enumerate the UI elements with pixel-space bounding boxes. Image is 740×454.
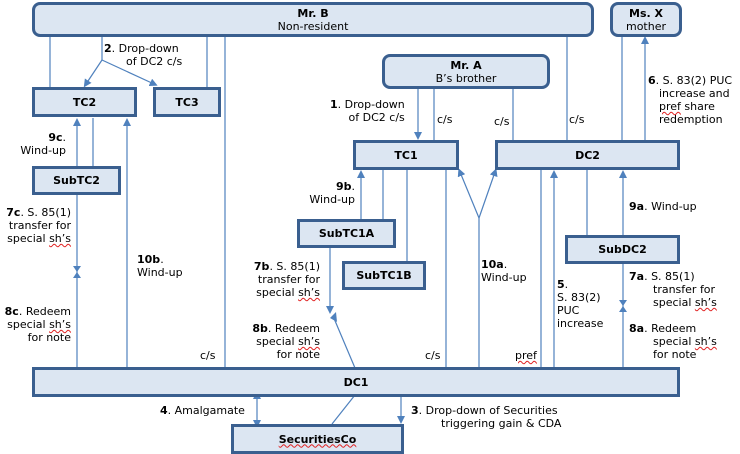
line-step8b — [332, 315, 356, 369]
entity-subtc1b[interactable]: SubTC1B — [342, 261, 426, 290]
entity-securitiesco[interactable]: SecuritiesCo — [231, 424, 404, 454]
entity-subtitle: mother — [625, 19, 667, 33]
step-7a-label: 7a. S. 85(1) transfer for special sh’s — [629, 270, 717, 309]
entity-name: SubTC1B — [356, 269, 412, 282]
step-9c-label: 9c. Wind-up — [20, 131, 66, 157]
share-label-pref: pref — [515, 349, 537, 362]
step-7b-label: 7b. S. 85(1) transfer for special sh’s — [253, 260, 320, 299]
arrow-head-8b — [330, 312, 337, 322]
step-1-label: 1. Drop-down of DC2 c/s — [330, 98, 405, 124]
entity-name: Mr. A — [450, 58, 482, 72]
step-7c-label: 7c. S. 85(1) transfer for special sh’s — [6, 206, 71, 245]
entity-name: SubTC1A — [318, 227, 375, 240]
step-8b-label: 8b. Redeem special sh’s for note — [252, 322, 320, 361]
entity-mr-a[interactable]: Mr. A B’s brother — [382, 54, 550, 89]
entity-name: DC1 — [343, 375, 369, 389]
arrow-head-7b — [326, 306, 334, 314]
entity-tc3[interactable]: TC3 — [153, 87, 221, 117]
entity-dc1[interactable]: DC1 — [32, 367, 680, 397]
entity-tc2[interactable]: TC2 — [32, 87, 137, 117]
entity-subdc2[interactable]: SubDC2 — [565, 235, 680, 264]
entity-subtc2[interactable]: SubTC2 — [32, 166, 121, 195]
entity-name: SubTC2 — [53, 174, 100, 187]
step-2-label: 2. Drop-down of DC2 c/s — [104, 42, 183, 68]
share-label-cs: c/s — [425, 349, 441, 362]
entity-name: TC2 — [72, 95, 97, 109]
bowtie-marker-7c — [73, 266, 81, 278]
step-10b-label: 10b. Wind-up — [137, 253, 183, 279]
entity-dc2[interactable]: DC2 — [495, 140, 680, 170]
line-dc1-securitiesco — [331, 394, 356, 425]
bowtie-marker-7a — [619, 300, 627, 312]
entity-name: Mr. B — [297, 6, 329, 20]
step-4-label: 4. Amalgamate — [160, 404, 245, 417]
entity-name: TC1 — [394, 148, 418, 162]
step-9b-label: 9b. Wind-up — [309, 180, 355, 206]
entity-name: DC2 — [575, 148, 600, 162]
share-label-cs: c/s — [569, 113, 585, 126]
share-label-cs: c/s — [437, 113, 453, 126]
entity-subtitle: Non-resident — [277, 19, 349, 33]
entity-tc1[interactable]: TC1 — [353, 140, 459, 170]
entity-name: SubDC2 — [598, 243, 647, 256]
arrow-step2-tc3 — [101, 59, 158, 86]
arrow-step10a-dc2 — [478, 168, 498, 219]
entity-subtc1a[interactable]: SubTC1A — [297, 219, 396, 248]
step-10a-label: 10a. Wind-up — [481, 258, 527, 284]
step-9a-label: 9a. Wind-up — [629, 200, 697, 213]
share-label-cs: c/s — [200, 349, 216, 362]
step-8a-label: 8a. Redeem special sh’s for note — [629, 322, 717, 361]
entity-subtitle: B’s brother — [435, 71, 497, 85]
entity-mr-b[interactable]: Mr. B Non-resident — [32, 2, 594, 37]
entity-ms-x[interactable]: Ms. X mother — [610, 2, 682, 37]
arrow-step2-tc2 — [83, 59, 103, 88]
entity-name: SecuritiesCo — [278, 432, 357, 446]
step-8c-label: 8c. Redeem special sh’s for note — [4, 305, 71, 344]
entity-name: TC3 — [175, 95, 199, 109]
step-5-label: 5. S. 83(2) PUC increase — [557, 278, 604, 330]
step-3-label: 3. Drop-down of Securities triggering ga… — [411, 404, 562, 430]
arrow-step10a-tc1 — [457, 168, 480, 219]
entity-name: Ms. X — [629, 6, 663, 20]
step-6-label: 6. S. 83(2) PUC increase and pref share … — [648, 74, 733, 126]
share-label-cs: c/s — [494, 115, 510, 128]
